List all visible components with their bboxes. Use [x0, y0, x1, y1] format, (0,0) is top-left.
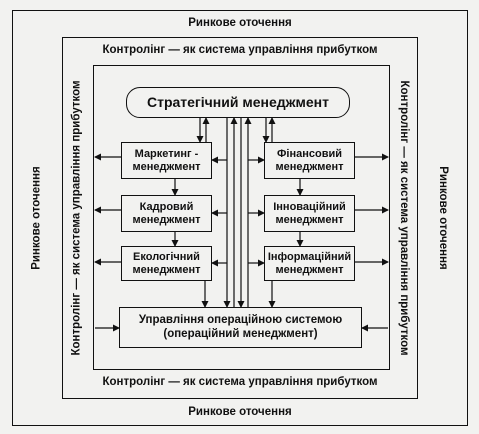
information-management-box: Інформаційний менеджмент — [264, 246, 355, 281]
operations-line-2: (операційний менеджмент) — [163, 327, 318, 340]
hr-management-box: Кадровий менеджмент — [121, 195, 212, 232]
strategic-management-label: Стратегічний менеджмент — [146, 94, 329, 111]
operations-line-1: Управління операційною системою — [138, 314, 343, 327]
ecology-line-2: менеджмент — [132, 263, 201, 276]
market-environment-label-right: Ринкове оточення — [436, 166, 449, 270]
innovation-management-box: Інноваційний менеджмент — [264, 195, 355, 232]
hr-line-2: менеджмент — [132, 213, 201, 226]
controlling-frame — [62, 37, 418, 399]
operations-management-box: Управління операційною системою (операці… — [119, 307, 362, 348]
information-line-1: Інформаційний — [267, 250, 352, 263]
innovation-line-2: менеджмент — [275, 213, 344, 226]
marketing-management-box: Маркетинг - менеджмент — [121, 142, 212, 179]
strategic-management-box: Стратегічний менеджмент — [126, 87, 350, 118]
ecology-line-1: Екологічний — [133, 250, 200, 263]
market-environment-label-top: Ринкове оточення — [188, 17, 292, 29]
market-environment-label-left: Ринкове оточення — [30, 166, 43, 270]
controlling-label-left: Контролінг — як система управління прибу… — [70, 80, 83, 356]
information-line-2: менеджмент — [275, 263, 344, 276]
controlling-label-top: Контролінг — як система управління прибу… — [102, 44, 378, 56]
market-environment-label-bottom: Ринкове оточення — [188, 406, 292, 418]
hr-line-1: Кадровий — [139, 200, 194, 213]
finance-line-2: менеджмент — [275, 160, 344, 173]
management-frame — [93, 65, 390, 370]
financial-management-box: Фінансовий менеджмент — [264, 142, 355, 179]
marketing-line-1: Маркетинг - — [134, 147, 199, 160]
innovation-line-1: Інноваційний — [273, 200, 346, 213]
ecological-management-box: Екологічний менеджмент — [121, 246, 212, 281]
finance-line-1: Фінансовий — [277, 147, 342, 160]
market-environment-frame — [12, 10, 468, 426]
controlling-label-right: Контролінг — як система управління прибу… — [397, 80, 410, 356]
marketing-line-2: менеджмент — [132, 160, 201, 173]
controlling-label-bottom: Контролінг — як система управління прибу… — [102, 376, 378, 388]
